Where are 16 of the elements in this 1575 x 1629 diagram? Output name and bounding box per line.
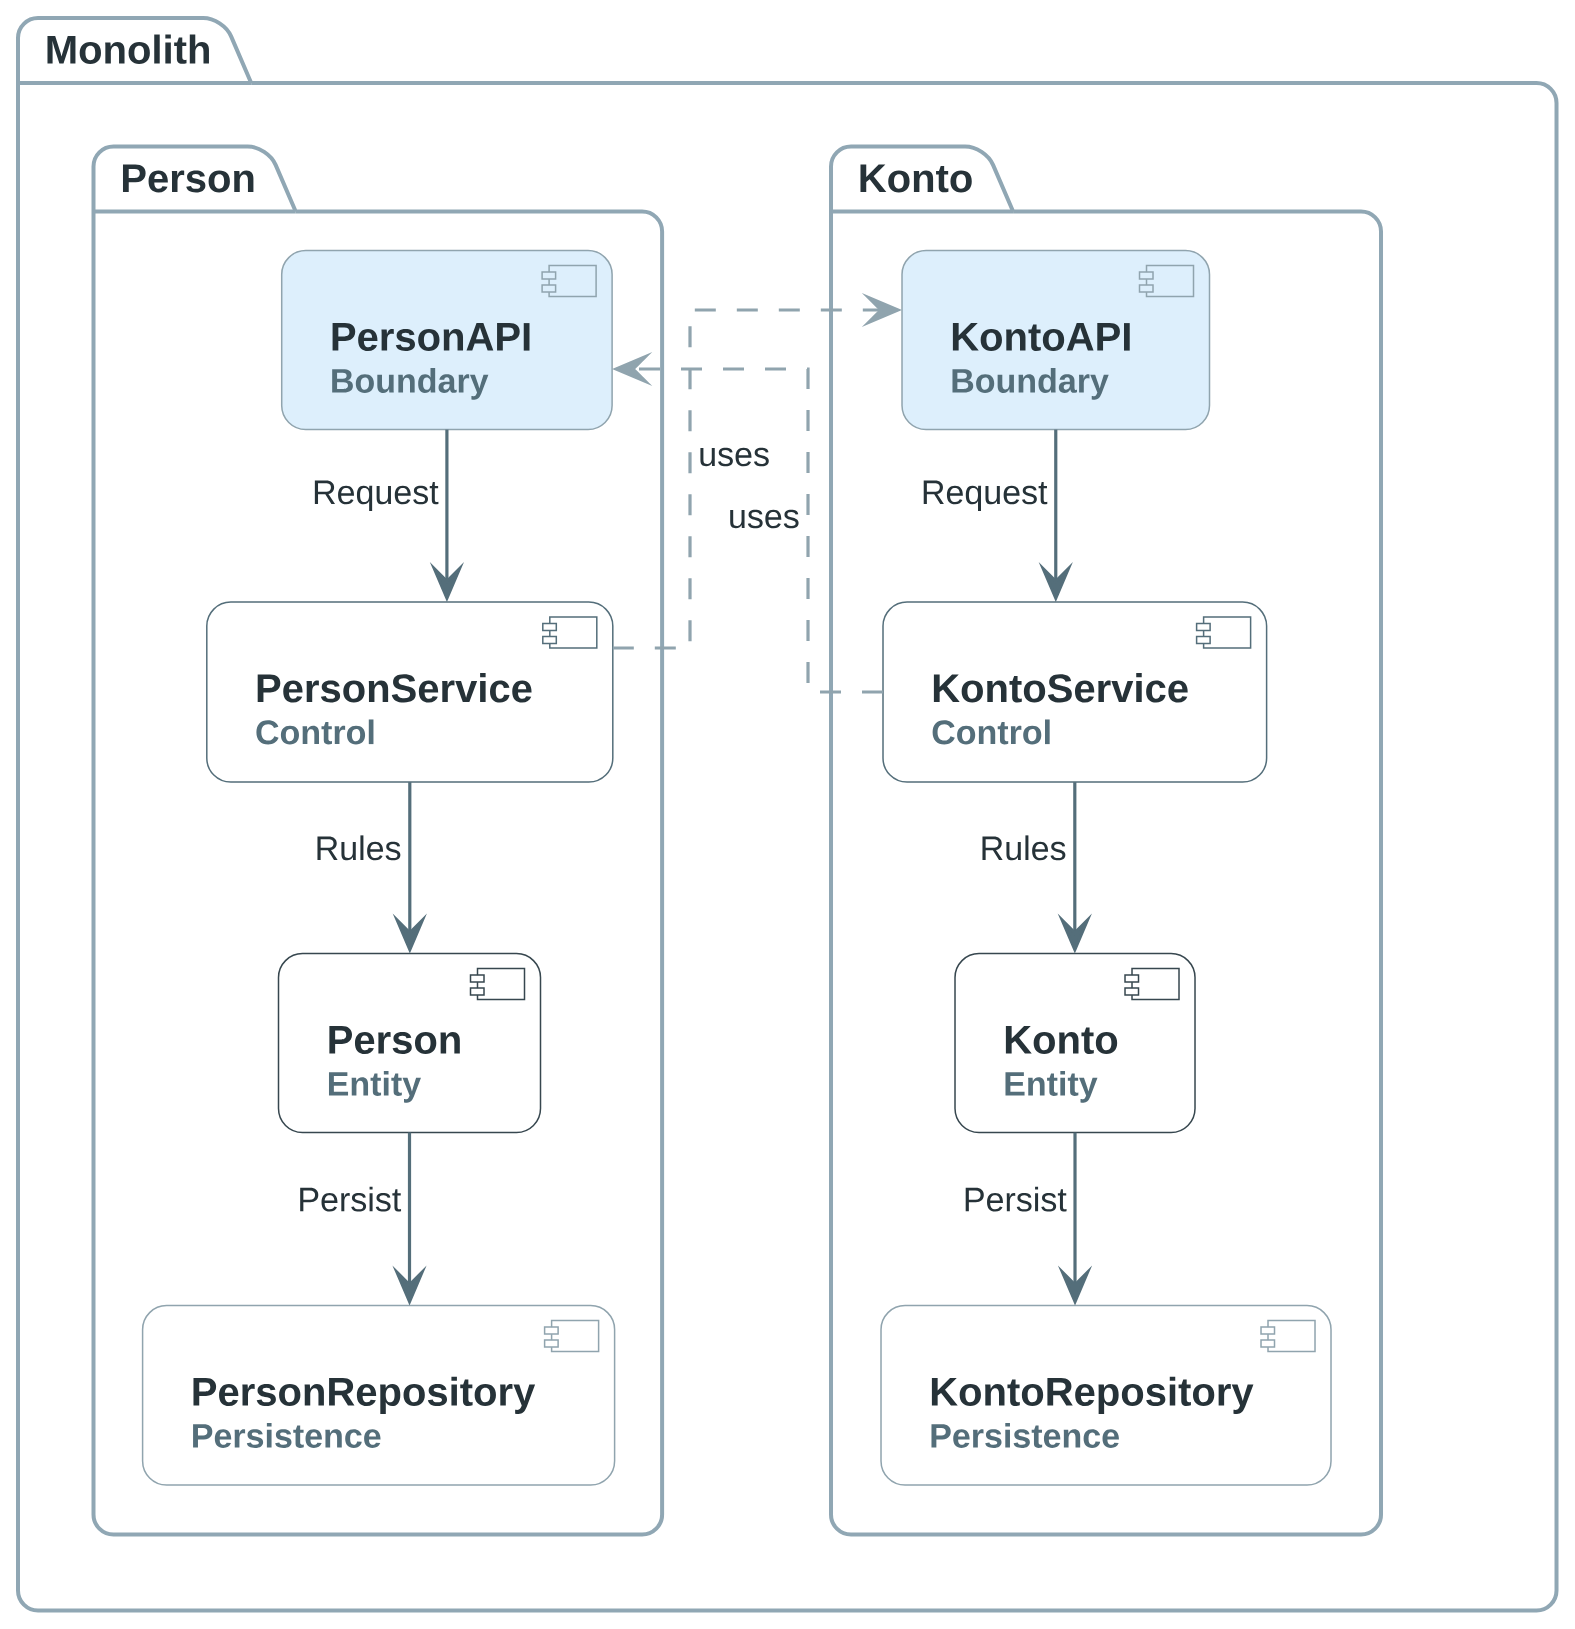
component-box: PersonAPI Boundary xyxy=(280,249,613,431)
component-box: Person Entity xyxy=(277,952,542,1134)
component-box: PersonService Control xyxy=(206,601,614,783)
edge-label: Persist xyxy=(960,1184,1069,1214)
edge-label: Request xyxy=(310,478,441,514)
component-box: KontoService Control xyxy=(882,601,1268,783)
edge-label: uses xyxy=(726,507,802,531)
edge-label: Persist xyxy=(295,1184,404,1214)
edge-label: uses xyxy=(696,445,773,469)
component-box: Konto Entity xyxy=(954,952,1196,1134)
edge-label: Request xyxy=(918,478,1050,514)
component-box: PersonRepository Persistence xyxy=(141,1304,616,1486)
edge-label: Rules xyxy=(977,833,1069,863)
component-box: KontoAPI Boundary xyxy=(901,249,1211,431)
component-box: KontoRepository Persistence xyxy=(880,1304,1332,1486)
edge-label: Rules xyxy=(312,833,404,863)
